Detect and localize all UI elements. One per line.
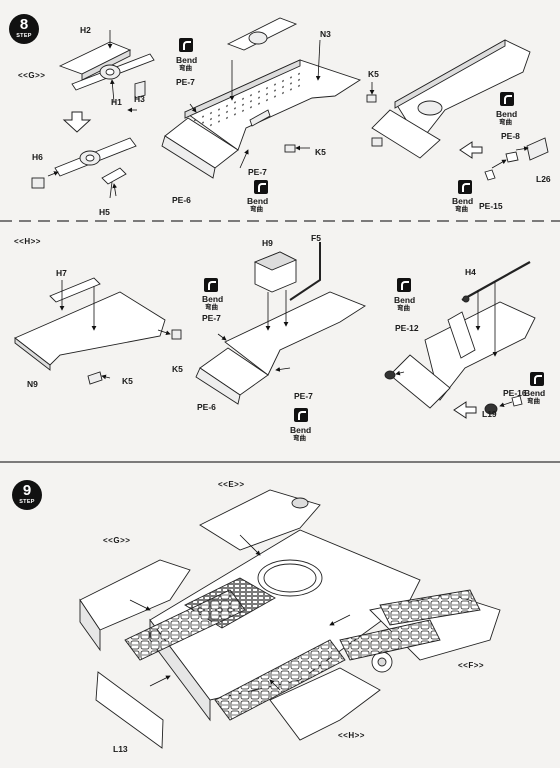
bend-icon	[254, 180, 268, 194]
bend-icon	[204, 278, 218, 292]
step8-subassembly-h-left	[14, 277, 182, 385]
step8-arrows-h-middle	[217, 290, 291, 372]
step8-hull-plate-right	[371, 39, 549, 181]
group-label-g2: <<G>>	[103, 536, 131, 545]
part-label-pe7: PE-7	[202, 313, 221, 323]
step9-arrows	[129, 534, 351, 691]
bend-label: Bend	[247, 196, 269, 206]
group-label-g: <<G>>	[18, 71, 46, 80]
part-label-h5: H5	[99, 207, 110, 217]
step8-subassembly-g	[31, 41, 155, 199]
part-label-pe8: PE-8	[501, 131, 520, 141]
part-label-l13: L13	[113, 744, 128, 754]
step8-subassembly-h-right	[384, 261, 536, 415]
bend-label-zh: 弯曲	[205, 304, 218, 311]
step9-hull-assembly	[79, 489, 501, 749]
bend-label: Bend	[496, 109, 518, 119]
step8-hull-plate-middle	[161, 17, 377, 179]
part-label-h7: H7	[56, 268, 67, 278]
bend-label: Bend	[452, 196, 474, 206]
part-label-n3: N3	[320, 29, 331, 39]
part-label-h9: H9	[262, 238, 273, 248]
part-label-pe12: PE-12	[395, 323, 419, 333]
bend-icon	[458, 180, 472, 194]
hollow-arrow-left-icon	[459, 141, 483, 159]
part-label-h3: H3	[134, 94, 145, 104]
bend-label: Bend	[176, 55, 198, 65]
step-badge-8: 8 STEP	[9, 14, 39, 44]
part-label-h4: H4	[465, 267, 476, 277]
step8-arrows-h-right	[395, 282, 513, 408]
group-label-h2: <<H>>	[338, 731, 365, 740]
group-label-e: <<E>>	[218, 480, 245, 489]
part-label-l19: L19	[482, 409, 497, 419]
part-label-k5: K5	[172, 364, 183, 374]
part-label-pe6: PE-6	[172, 195, 191, 205]
hollow-arrow-left-icon-2	[453, 401, 477, 419]
part-label-pe6: PE-6	[197, 402, 216, 412]
part-label-k5: K5	[315, 147, 326, 157]
part-label-h1: H1	[111, 97, 122, 107]
part-label-h2: H2	[80, 25, 91, 35]
step8-arrows-right	[491, 146, 529, 169]
part-label-pe7: PE-7	[248, 167, 267, 177]
part-label-k5: K5	[122, 376, 133, 386]
part-label-f5: F5	[311, 233, 321, 243]
bend-label: Bend	[202, 294, 224, 304]
part-label-pe7: PE-7	[176, 77, 195, 87]
step-word: STEP	[19, 499, 35, 505]
part-label-pe16: PE-16	[503, 388, 527, 398]
bend-icon	[530, 372, 544, 386]
bend-label: Bend	[394, 295, 416, 305]
bend-label-zh: 弯曲	[499, 119, 512, 126]
bend-label-zh: 弯曲	[455, 206, 468, 213]
step8-arrows-g	[47, 30, 137, 197]
bend-label-zh: 弯曲	[527, 398, 540, 405]
bend-icon	[294, 408, 308, 422]
bend-label-zh: 弯曲	[250, 206, 263, 213]
bend-icon	[500, 92, 514, 106]
bend-label-zh: 弯曲	[397, 305, 410, 312]
part-label-n9: N9	[27, 379, 38, 389]
step-number: 9	[22, 482, 32, 499]
bend-label: Bend	[290, 425, 312, 435]
part-label-pe7: PE-7	[294, 391, 313, 401]
bend-label: Bend	[524, 388, 546, 398]
step-number: 8	[19, 16, 29, 33]
step8-arrows-middle	[189, 39, 375, 169]
step8-arrows-h-left	[59, 280, 171, 380]
hollow-arrow-down-icon	[62, 111, 92, 133]
group-label-f: <<F>>	[458, 661, 485, 670]
step-word: STEP	[16, 33, 32, 39]
group-label-h: <<H>>	[14, 237, 41, 246]
bend-label-zh: 弯曲	[179, 65, 192, 72]
bend-icon	[179, 38, 193, 52]
part-label-k5: K5	[368, 69, 379, 79]
part-label-l26: L26	[536, 174, 551, 184]
bend-label-zh: 弯曲	[293, 435, 306, 442]
part-label-h6: H6	[32, 152, 43, 162]
bend-icon	[397, 278, 411, 292]
step-badge-9: 9 STEP	[12, 480, 42, 510]
part-label-pe15: PE-15	[479, 201, 503, 211]
step8-subassembly-h-middle	[195, 242, 366, 405]
